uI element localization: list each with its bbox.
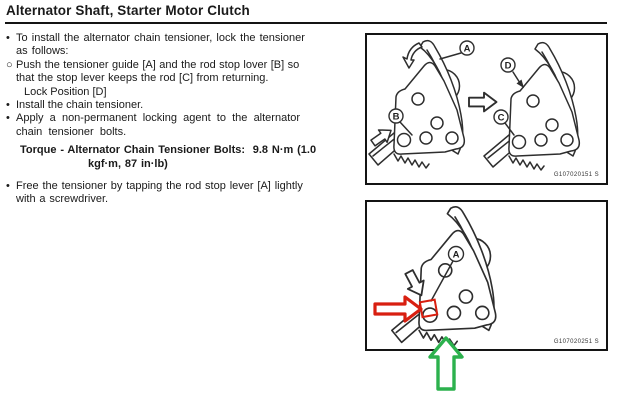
bullet-icon: • <box>6 32 10 44</box>
lock-position-note: Lock Position [D] <box>6 86 355 99</box>
svg-text:B: B <box>393 112 400 123</box>
next-step-arrow-icon <box>468 91 498 113</box>
bullet-icon: • <box>6 99 10 112</box>
label-d: D <box>500 57 516 73</box>
bullet-icon: • <box>6 112 10 125</box>
pointer-arrowhead-icon <box>516 79 524 88</box>
lock-sequence-diagram: A B D C G107020151 S <box>367 39 599 178</box>
instruction-text: Install the chain tensioner. <box>16 99 144 112</box>
bullet-icon: • <box>6 180 10 193</box>
instruction-bullet: • Free the tensioner by tapping the rod s… <box>6 180 355 207</box>
title-underline <box>5 22 607 24</box>
instructions-column: • To install the alternator chain tension… <box>6 32 355 207</box>
torque-spec: Torque - Alternator Chain Tensioner Bolt… <box>20 144 317 170</box>
instruction-text: Apply a non-permanent locking agent to t… <box>16 112 301 138</box>
instruction-bullet: • Install the chain tensioner. <box>6 99 355 112</box>
svg-text:A: A <box>453 250 460 261</box>
red-highlight-arrow-icon <box>373 295 423 323</box>
figure-release-point: A G107020251 S <box>365 200 608 351</box>
figure-lock-sequence: A B D C G107020151 S <box>365 33 608 185</box>
instruction-bullet: • To install the alternator chain tension… <box>6 32 355 59</box>
instruction-substep: ○Push the tensioner guide [A] and the ro… <box>6 59 355 86</box>
svg-text:D: D <box>505 61 512 72</box>
label-a: A <box>459 40 475 56</box>
spacer <box>6 171 355 180</box>
instruction-text: Push the tensioner guide [A] and the rod… <box>16 58 300 85</box>
instruction-text: To install the alternator chain tensione… <box>16 32 305 58</box>
circle-bullet-icon: ○ <box>6 58 13 71</box>
page-title: Alternator Shaft, Starter Motor Clutch <box>6 3 250 18</box>
release-point-diagram: A G107020251 S <box>373 205 599 347</box>
rotate-direction-arrow-icon <box>402 42 423 69</box>
instruction-text: Free the tensioner by tapping the rod st… <box>16 180 303 206</box>
figure-code: G107020251 S <box>554 339 599 345</box>
label-a: A <box>447 245 465 263</box>
label-c: C <box>493 109 509 125</box>
instruction-text: Lock Position [D] <box>24 85 107 98</box>
green-highlight-arrow-icon <box>428 336 464 391</box>
instruction-bullet: • Apply a non-permanent locking agent to … <box>6 112 355 139</box>
svg-text:C: C <box>498 113 505 124</box>
label-b: B <box>388 108 404 124</box>
figure-code: G107020151 S <box>554 172 599 178</box>
svg-text:A: A <box>464 44 471 55</box>
